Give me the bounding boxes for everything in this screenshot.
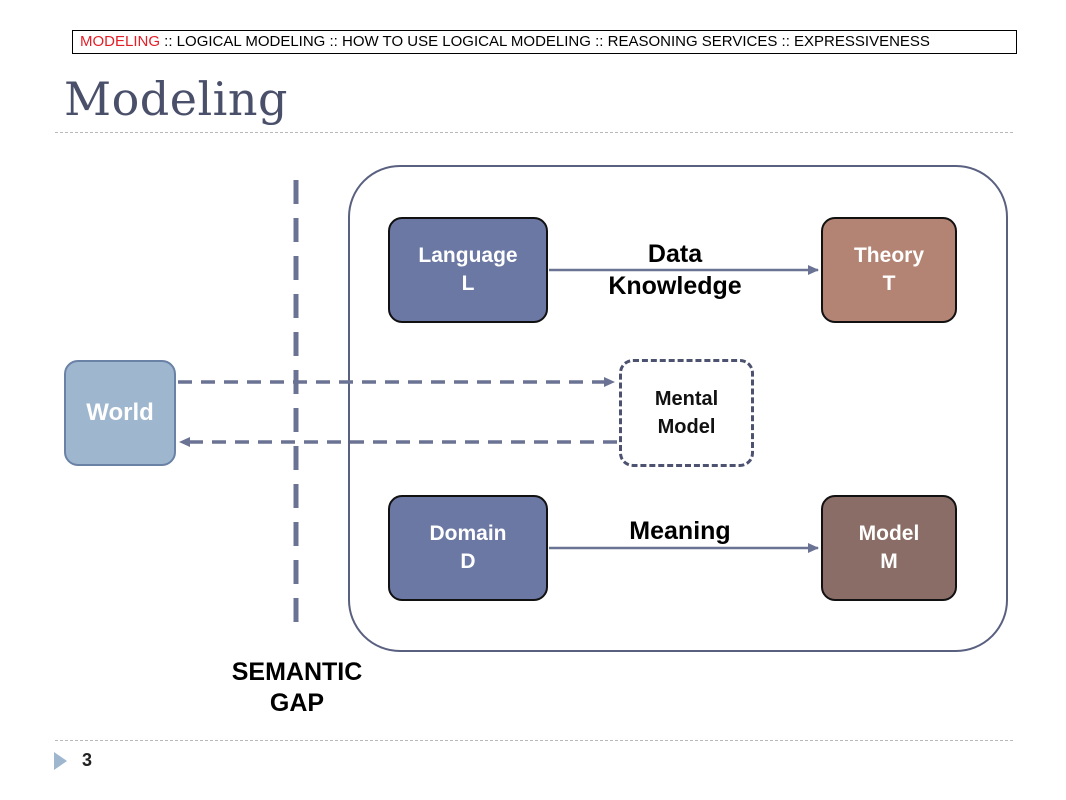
model-node-symbol: M [880,550,898,573]
breadcrumb: MODELING :: LOGICAL MODELING :: HOW TO U… [72,30,1017,54]
breadcrumb-active[interactable]: MODELING [80,33,161,50]
domain-node: Domain D [388,495,548,601]
page-number: 3 [82,750,93,770]
model-node: Model M [821,495,957,601]
mental-model-label-line2: Model [657,416,716,438]
gap-label-line1: SEMANTIC [231,658,363,686]
theory-node-label: Theory [853,244,924,267]
domain-node-label: Domain [429,522,507,545]
world-node: World [64,360,176,466]
mental-model-node: Mental Model [619,359,754,467]
edge-label-data: Data [647,240,703,268]
theory-node-symbol: T [882,272,896,295]
data-knowledge-label: Data Knowledge [585,238,765,302]
domain-node-symbol: D [460,550,476,573]
semantic-gap-label: SEMANTIC GAP [222,657,372,719]
gap-label-line2: GAP [269,689,325,717]
language-node: Language L [388,217,548,323]
title-divider [55,132,1013,133]
theory-node: Theory T [821,217,957,323]
meaning-label: Meaning [629,517,731,545]
language-node-label: Language [418,244,518,267]
breadcrumb-rest[interactable]: :: LOGICAL MODELING :: HOW TO USE LOGICA… [160,33,930,50]
mental-model-label-line1: Mental [654,388,719,410]
footer-divider [55,740,1013,741]
page-title: Modeling [64,72,288,126]
language-node-symbol: L [461,272,475,295]
formal-model-container [348,165,1008,652]
edge-label-knowledge: Knowledge [608,272,742,300]
world-node-label: World [86,399,154,426]
model-node-label: Model [858,522,920,545]
